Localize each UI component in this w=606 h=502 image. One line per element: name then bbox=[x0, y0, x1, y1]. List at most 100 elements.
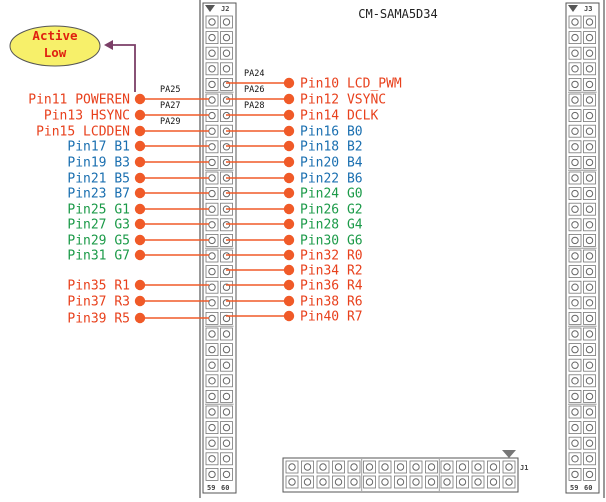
j1-pin-hole bbox=[427, 478, 436, 486]
port-label-right: PA28 bbox=[244, 101, 264, 111]
j3-pin-hole bbox=[571, 158, 579, 167]
j3-pin-hole bbox=[571, 189, 579, 198]
left-pin-label: Pin25 G1 bbox=[67, 203, 130, 218]
right-pin-label: Pin36 R4 bbox=[300, 279, 363, 294]
j1-pin-hole bbox=[303, 478, 312, 486]
left-pin-label: Pin39 R5 bbox=[67, 312, 130, 327]
right-pin-dot bbox=[283, 279, 295, 291]
left-pin-dot bbox=[134, 203, 146, 215]
j2-pin-hole bbox=[222, 439, 231, 447]
left-pin-label: Pin27 G3 bbox=[67, 218, 130, 233]
right-pin-dot bbox=[283, 109, 295, 121]
j1-pin-hole bbox=[489, 463, 498, 471]
j2-pin-hole bbox=[208, 377, 216, 385]
port-label-left: PA27 bbox=[160, 101, 180, 111]
j2-pin-hole bbox=[222, 408, 231, 416]
j3-pin-hole bbox=[585, 470, 594, 479]
port-label-left: PA25 bbox=[160, 85, 180, 95]
j3-pin-hole bbox=[585, 423, 594, 432]
callout-line2: Low bbox=[44, 45, 67, 60]
j3-pin-hole bbox=[571, 283, 579, 291]
left-signal-wires bbox=[134, 93, 209, 324]
j3-pin-hole bbox=[585, 33, 594, 42]
right-pin-label: Pin24 G0 bbox=[300, 187, 363, 202]
callout-arrowhead bbox=[104, 40, 113, 50]
j3-pin-hole bbox=[571, 392, 579, 401]
right-signal-wires bbox=[226, 77, 295, 322]
j3-pin-hole bbox=[585, 314, 594, 323]
j2-pin-hole bbox=[208, 221, 216, 229]
left-pin-label: Pin37 R3 bbox=[67, 295, 130, 310]
j3-pin-hole bbox=[585, 65, 594, 73]
j3-label: J3 bbox=[584, 5, 592, 13]
j2-pin-hole bbox=[208, 408, 216, 416]
left-pin-label: Pin13 HSYNC bbox=[44, 109, 130, 124]
right-pin-dot bbox=[283, 187, 295, 199]
j3-pin-hole bbox=[585, 330, 594, 338]
j2-pin-hole bbox=[208, 267, 216, 276]
left-pin-dot bbox=[134, 249, 146, 261]
j3-pin-hole bbox=[571, 174, 579, 182]
j3-pin-hole bbox=[571, 267, 579, 276]
j2-pin-hole bbox=[222, 65, 231, 73]
j2-pin-hole bbox=[208, 49, 216, 57]
j3-pin-hole bbox=[585, 283, 594, 291]
left-pin-label: Pin29 G5 bbox=[67, 234, 130, 249]
j3-pin-hole bbox=[585, 377, 594, 385]
j2-pin-hole bbox=[222, 33, 231, 42]
j1-pin-hole bbox=[443, 463, 451, 471]
left-pin-dot bbox=[134, 218, 146, 230]
j3-pin59-label: 59 bbox=[570, 484, 578, 492]
right-pin-label: Pin16 B0 bbox=[300, 125, 363, 140]
j3-pin-hole bbox=[571, 205, 579, 213]
j1-pin-hole bbox=[474, 463, 482, 471]
j3-pin-hole bbox=[571, 49, 579, 57]
right-pin-dot bbox=[283, 93, 295, 105]
right-pin-dot bbox=[283, 264, 295, 276]
right-pin-label: Pin38 R6 bbox=[300, 295, 363, 310]
right-pin-dot bbox=[283, 125, 295, 137]
j1-pin-hole bbox=[303, 463, 312, 471]
j3-pin-hole bbox=[571, 330, 579, 338]
right-pin-dot bbox=[283, 310, 295, 322]
j2-label: J2 bbox=[221, 5, 229, 13]
j1-pin-hole bbox=[365, 478, 374, 486]
j3-pin-hole bbox=[571, 361, 579, 369]
left-pin-dot bbox=[134, 109, 146, 121]
right-pin-dot bbox=[283, 203, 295, 215]
j2-pin-hole bbox=[222, 330, 231, 338]
j3-pin-hole bbox=[571, 18, 579, 26]
j1-pin-hole bbox=[505, 478, 513, 486]
j1-pin-hole bbox=[412, 478, 420, 486]
j2-pin-hole bbox=[208, 470, 216, 479]
right-pin-label: Pin28 G4 bbox=[300, 218, 363, 233]
left-pin-dot bbox=[134, 125, 146, 137]
j1-pin-hole bbox=[365, 463, 374, 471]
j2-pin-hole bbox=[208, 111, 216, 120]
right-pin-dot bbox=[283, 234, 295, 246]
j3-pin-hole bbox=[571, 408, 579, 416]
left-pin-dot bbox=[134, 156, 146, 168]
left-pin-label: Pin23 B7 bbox=[67, 187, 130, 202]
j3-pin-hole bbox=[571, 236, 579, 245]
j3-pin-hole bbox=[571, 423, 579, 432]
j2-pin-hole bbox=[222, 455, 231, 463]
board bbox=[199, 0, 605, 498]
j2-pin-array bbox=[205, 15, 234, 481]
j1-pin-hole bbox=[381, 463, 389, 471]
j3-pin-hole bbox=[585, 189, 594, 198]
j2-pin-hole bbox=[222, 423, 231, 432]
left-pin-label: Pin17 B1 bbox=[67, 140, 130, 155]
right-pin-label: Pin10 LCD_PWM bbox=[300, 77, 402, 92]
j2-pin-hole bbox=[208, 345, 216, 354]
right-pin-dot bbox=[283, 295, 295, 307]
right-pin-label: Pin18 B2 bbox=[300, 140, 363, 155]
j3-pin-hole bbox=[585, 174, 594, 182]
j1-pin-hole bbox=[334, 463, 343, 471]
right-pin-dot bbox=[283, 172, 295, 184]
left-pin-dot bbox=[134, 93, 146, 105]
right-pin-label: Pin20 B4 bbox=[300, 156, 363, 171]
j1-pin-array bbox=[285, 459, 516, 491]
